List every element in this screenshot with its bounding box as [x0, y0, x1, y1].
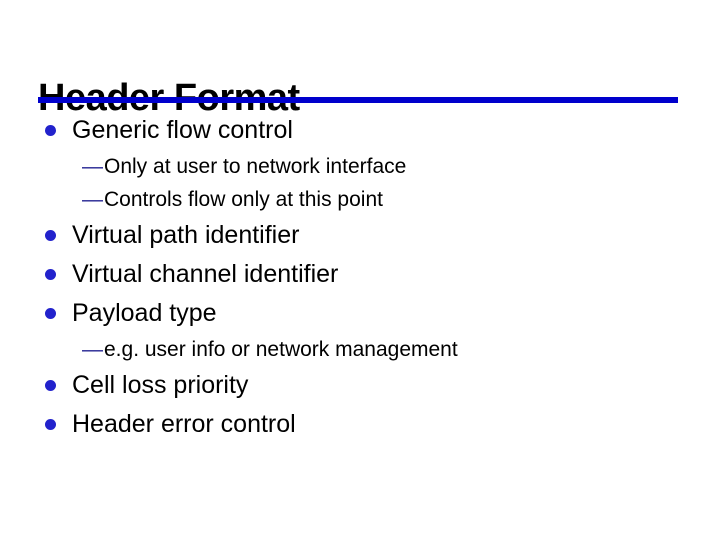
sub-bullet-text: Controls flow only at this point [104, 188, 383, 211]
bullet-item: Virtual path identifier [40, 221, 690, 249]
dash-bullet-icon: — [82, 188, 103, 211]
title-underline [38, 97, 678, 103]
bullet-item: Cell loss priority [40, 371, 690, 399]
bullet-list: Generic flow control — Only at user to n… [40, 116, 690, 449]
bullet-item: Header error control [40, 410, 690, 438]
bullet-dot-icon [45, 125, 56, 136]
sub-bullet-item: — e.g. user info or network management [82, 338, 690, 362]
bullet-dot-icon [45, 230, 56, 241]
dash-bullet-icon: — [82, 338, 103, 361]
bullet-text: Virtual path identifier [72, 221, 300, 249]
bullet-item: Virtual channel identifier [40, 260, 690, 288]
bullet-text: Virtual channel identifier [72, 260, 339, 288]
dash-bullet-icon: — [82, 155, 103, 178]
sub-bullet-item: — Controls flow only at this point [82, 188, 690, 212]
bullet-item: Generic flow control [40, 116, 690, 144]
bullet-item: Payload type [40, 299, 690, 327]
bullet-text: Payload type [72, 299, 217, 327]
bullet-text: Header error control [72, 410, 296, 438]
sub-bullet-item: — Only at user to network interface [82, 155, 690, 179]
bullet-dot-icon [45, 380, 56, 391]
bullet-dot-icon [45, 419, 56, 430]
bullet-dot-icon [45, 308, 56, 319]
sub-bullet-text: e.g. user info or network management [104, 338, 458, 361]
bullet-text: Cell loss priority [72, 371, 249, 399]
bullet-text: Generic flow control [72, 116, 293, 144]
sub-bullet-text: Only at user to network interface [104, 155, 407, 178]
bullet-dot-icon [45, 269, 56, 280]
